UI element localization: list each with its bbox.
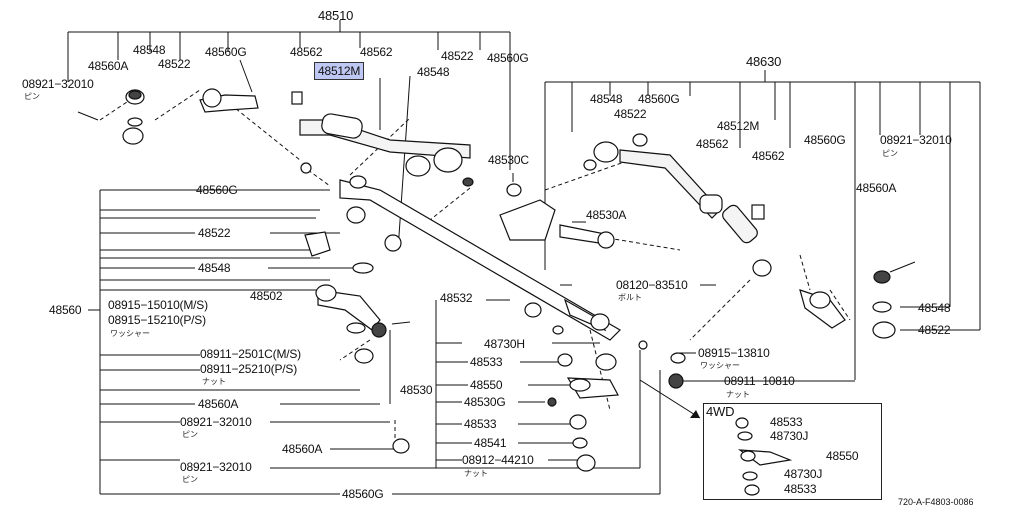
bolt-sub: ボルト: [618, 293, 642, 302]
pin-label-left-top: 08921−32010: [22, 77, 94, 91]
part-label-48550: 48550: [470, 378, 503, 392]
washer-sub-right: ワッシャー: [700, 361, 740, 370]
part-label-48560a-a: 48560A: [88, 59, 129, 73]
nut-label-ps: 08911−25210(P/S): [200, 362, 297, 376]
part-label-48522-a: 48522: [158, 57, 191, 71]
nut-label-mid: 08912−44210: [462, 453, 534, 467]
part-label-48560a-l: 48560A: [198, 397, 239, 411]
part-label-48548-a: 48548: [133, 43, 166, 57]
part-label-48562-b: 48562: [360, 45, 393, 59]
part-label-48512m-highlight: 48512M: [314, 62, 365, 80]
part-label-48530a: 48530A: [586, 208, 627, 222]
part-label-48533-b: 48533: [464, 417, 497, 431]
pin-label-right: 08921−32010: [880, 133, 952, 147]
inset-label-48730j-a: 48730J: [770, 429, 809, 443]
washer-sub: ワッシャー: [110, 329, 150, 338]
part-shapes: [77, 88, 916, 496]
part-label-48530c: 48530C: [488, 153, 529, 167]
part-label-48532: 48532: [440, 291, 473, 305]
pin-sub-l1: ピン: [182, 430, 198, 439]
part-label-48560: 48560: [49, 303, 82, 317]
pin-label-l2: 08921−32010: [180, 460, 252, 474]
part-label-48502: 48502: [250, 289, 283, 303]
part-label-48510: 48510: [318, 8, 354, 23]
inset-label-48730j-b: 48730J: [784, 467, 823, 481]
part-label-48522-r: 48522: [614, 107, 647, 121]
washer-label-right: 08915−13810: [698, 346, 770, 360]
part-label-48548-r2: 48548: [918, 301, 951, 315]
nut-sub-right: ナット: [726, 390, 750, 399]
part-label-48530: 48530: [400, 383, 433, 397]
diagram-code: 720-A-F4803-0086: [898, 497, 974, 507]
bolt-label: 08120−83510: [616, 278, 688, 292]
washer-label-ms: 08915−15010(M/S): [108, 298, 208, 312]
part-label-48522-r2: 48522: [918, 323, 951, 337]
nut-sub: ナット: [202, 377, 226, 386]
part-label-48548-b: 48548: [417, 65, 450, 79]
part-label-48562-r1: 48562: [696, 137, 729, 151]
part-label-48560a-l2: 48560A: [282, 442, 323, 456]
part-label-48562-r2: 48562: [752, 149, 785, 163]
part-label-48530g: 48530G: [464, 395, 506, 409]
part-label-48560g-r2: 48560G: [804, 133, 846, 147]
inset-title: 4WD: [706, 404, 735, 419]
inset-label-48533-b: 48533: [784, 482, 817, 496]
part-label-48730h: 48730H: [484, 337, 525, 351]
part-label-48541: 48541: [474, 436, 507, 450]
part-label-48630: 48630: [746, 54, 782, 69]
part-label-48522-b: 48522: [441, 49, 474, 63]
inset-label-48550: 48550: [826, 449, 859, 463]
part-label-48560g-r: 48560G: [638, 92, 680, 106]
part-label-48548-r: 48548: [590, 92, 623, 106]
nut-sub-mid: ナット: [464, 469, 488, 478]
pin-label-l1: 08921−32010: [180, 415, 252, 429]
leader-lines: [67, 20, 981, 495]
part-label-48562-a: 48562: [290, 45, 323, 59]
part-label-48560g-bottom: 48560G: [342, 487, 384, 501]
pin-sub-right: ピン: [882, 149, 898, 158]
washer-label-ps: 08915−15210(P/S): [108, 313, 206, 327]
pin-sub-left-top: ピン: [24, 92, 40, 101]
dashed-guides: [99, 89, 851, 440]
part-label-48533-a: 48533: [470, 355, 503, 369]
inset-label-48533-a: 48533: [770, 415, 803, 429]
part-label-48560g-a: 48560G: [205, 45, 247, 59]
part-label-48560a-r: 48560A: [856, 181, 897, 195]
4wd-inset-frame: [703, 403, 882, 500]
part-label-48548-l: 48548: [198, 261, 231, 275]
pin-sub-l2: ピン: [182, 475, 198, 484]
nut-label-ms: 08911−2501C(M/S): [200, 347, 301, 361]
nut-label-right: 08911−10810: [724, 374, 795, 388]
part-label-48522-l: 48522: [198, 226, 231, 240]
part-label-48512m-r: 48512M: [717, 119, 760, 133]
part-label-48560g-b: 48560G: [487, 51, 529, 65]
part-label-48560g-l: 48560G: [196, 183, 238, 197]
